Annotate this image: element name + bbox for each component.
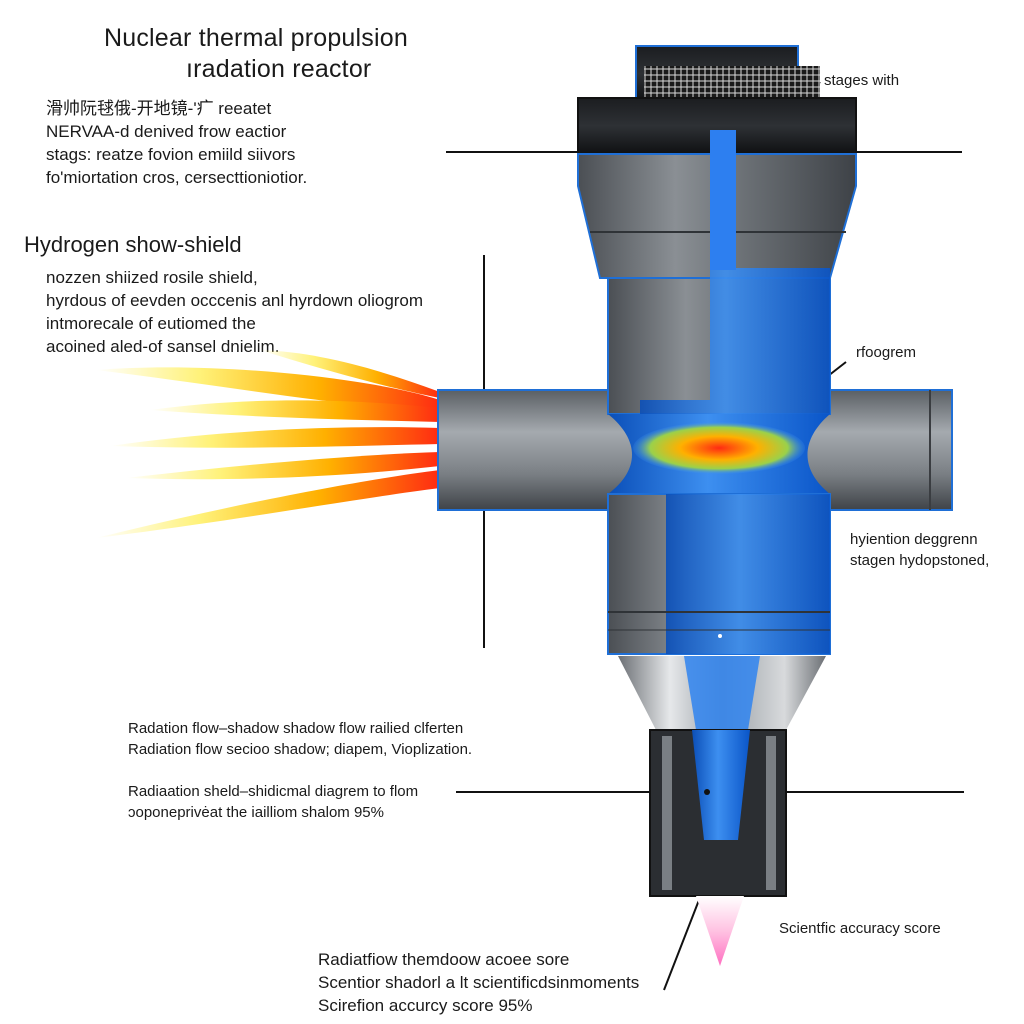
radiation-line: Radiation flow secioo shadow; diapem, Vi… (128, 741, 473, 758)
label-accuracy-score: Scientfic accuracy score (779, 920, 941, 937)
diagram-subtitle: ıradation reactor (186, 55, 372, 83)
diagram-title: Nuclear thermal propulsion (104, 24, 408, 52)
footer-line: Scirefion accurcy score 95% (318, 996, 533, 1015)
radiation-line: ᴐoponeprivėat the iailliom shalom 95% (128, 804, 384, 821)
flame-jet (110, 427, 440, 448)
nozzle-throat (684, 656, 760, 730)
marker-dot (704, 789, 710, 795)
intro-line: stags: reatze fovion emiild siivors (46, 145, 296, 164)
hydrogen-text: nozzen shiized rosile shield, hyrdous of… (46, 266, 423, 358)
intro-line: fo'miortation cros, cersecttioniotior. (46, 168, 308, 187)
footer-line: Scentior shadorl a lt scientificdsinmome… (318, 973, 640, 992)
exhaust-plume (696, 896, 744, 966)
reactor-core-glow (633, 422, 805, 474)
radiation-block-1: Radation flow–shadow shadow flow railied… (128, 718, 472, 760)
flame-jets (96, 350, 440, 538)
radiation-block-2: Radiaation sheld–shidicmal diagrem to fl… (128, 781, 418, 823)
label-rfoogrem: rfoogrem (856, 344, 917, 361)
coolant-inlet (710, 130, 736, 270)
hydrogen-line: acoined aled-of sansel dnielim. (46, 337, 280, 356)
hydrogen-line: hyrdous of eevden occcenis anl hyrdown o… (46, 291, 424, 310)
radiation-line: Radiaation sheld–shidicmal diagrem to fl… (128, 783, 419, 800)
hydrogen-heading: Hydrogen show-shield (24, 232, 242, 257)
flame-jet (96, 367, 440, 412)
skirt-rib (662, 736, 672, 890)
label-stages-with: stages with (824, 72, 900, 89)
label-hydrogen-stage: hyiention deggrenn stagen hydopstoned, (850, 529, 989, 571)
nozzle-jet-channel (692, 730, 750, 840)
flame-jet (96, 470, 440, 538)
coolant-channel-upper (640, 130, 830, 414)
coolant-channel-lower (666, 494, 830, 654)
marker-dot (718, 634, 722, 638)
flame-jet (126, 452, 440, 480)
skirt-rib (766, 736, 776, 890)
radiation-line: Radation flow–shadow shadow flow railied… (128, 720, 464, 737)
hydrogen-line: nozzen shiized rosile shield, (46, 268, 258, 287)
hydrogen-line: intmorecale of eutiomed the (46, 314, 256, 333)
intro-text: 滑帅阮毬俄-开地镜-ʹ疒 reeatet NERVAA-d denived fr… (46, 97, 307, 189)
flame-jet (260, 350, 440, 398)
label-line: hyiention deggrenn (850, 531, 978, 548)
footer-line: Radiatfiow themdoow acoee sore (318, 950, 570, 969)
flame-jet (150, 400, 440, 422)
intro-line: NERVAA-d denived frow eactior (46, 122, 287, 141)
footer-text: Radiatfiow themdoow acoee sore Scentior … (318, 948, 639, 1017)
label-line: stagen hydopstoned, (850, 552, 990, 569)
intro-line: 滑帅阮毬俄-开地镜-ʹ疒 reeatet (46, 99, 272, 118)
